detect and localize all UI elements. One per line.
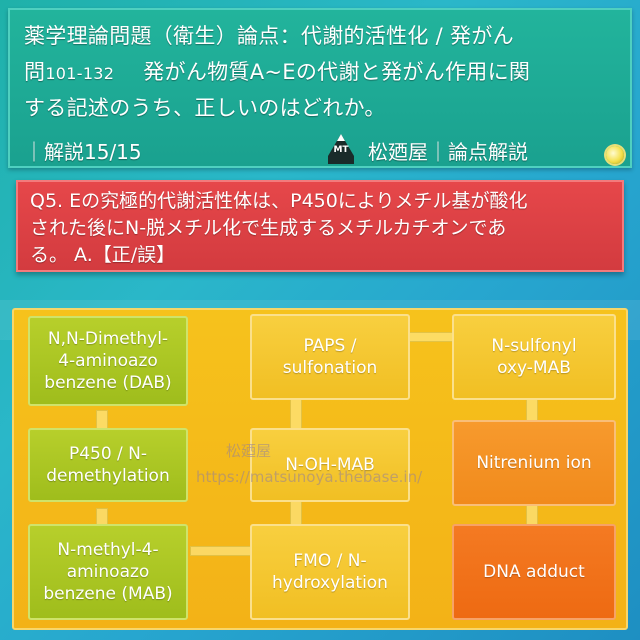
node-paps-sulfonation: PAPS / sulfonation — [250, 314, 410, 400]
question-intro-continued: する記述のうち、正しいのはどれか。 — [24, 96, 386, 120]
node-mab: N-methyl-4- aminoazo benzene (MAB) — [28, 524, 188, 620]
node-n-oh-mab: N-OH-MAB — [250, 428, 410, 502]
node-fmo-hydroxylation: FMO / N- hydroxylation — [250, 524, 410, 620]
connector — [190, 546, 256, 556]
node-dna-adduct: DNA adduct — [452, 524, 616, 620]
node-nitrenium-ion: Nitrenium ion — [452, 420, 616, 506]
question-prefix: 問 — [24, 60, 46, 84]
connector — [406, 332, 456, 342]
explanation-counter: ｜解説15/15 — [24, 140, 142, 164]
question-line: る。 A.【正/誤】 — [30, 244, 176, 266]
page-title: 薬学理論問題（衛生）論点：代謝的活性化 / 発がん — [24, 24, 514, 48]
node-dab: N,N-Dimethyl- 4-aminoazo benzene (DAB) — [28, 316, 188, 406]
brand-name: 松廼屋｜論点解説 — [368, 140, 528, 164]
sun-dot-icon — [606, 146, 624, 164]
question-text: 発がん物質A~Eの代謝と発がん作用に関 — [143, 60, 531, 84]
question-line: Q5. Eの究極的代謝活性体は、P450によりメチル基が酸化 — [30, 190, 528, 212]
mountain-logo-icon: MT — [328, 134, 354, 164]
brand: MT 松廼屋｜論点解説 — [328, 134, 588, 166]
question-range: 101-132 — [45, 64, 115, 83]
question-header: 薬学理論問題（衛生）論点：代謝的活性化 / 発がん 問101-132 発がん物質… — [8, 8, 632, 168]
question-card: Q5. Eの究極的代謝活性体は、P450によりメチル基が酸化 された後にN-脱メ… — [16, 180, 624, 272]
question-intro: 問101-132 発がん物質A~Eの代謝と発がん作用に関 — [24, 60, 530, 86]
node-n-sulfonyloxy-mab: N-sulfonyl oxy-MAB — [452, 314, 616, 400]
node-p450-demethylation: P450 / N- demethylation — [28, 428, 188, 502]
watermark: 松廼屋 — [226, 442, 272, 460]
question-line: された後にN-脱メチル化で生成するメチルカチオンであ — [30, 217, 507, 239]
svg-text:MT: MT — [333, 145, 349, 155]
watermark-url: https://matsunoya.thebase.in/ — [196, 468, 423, 486]
